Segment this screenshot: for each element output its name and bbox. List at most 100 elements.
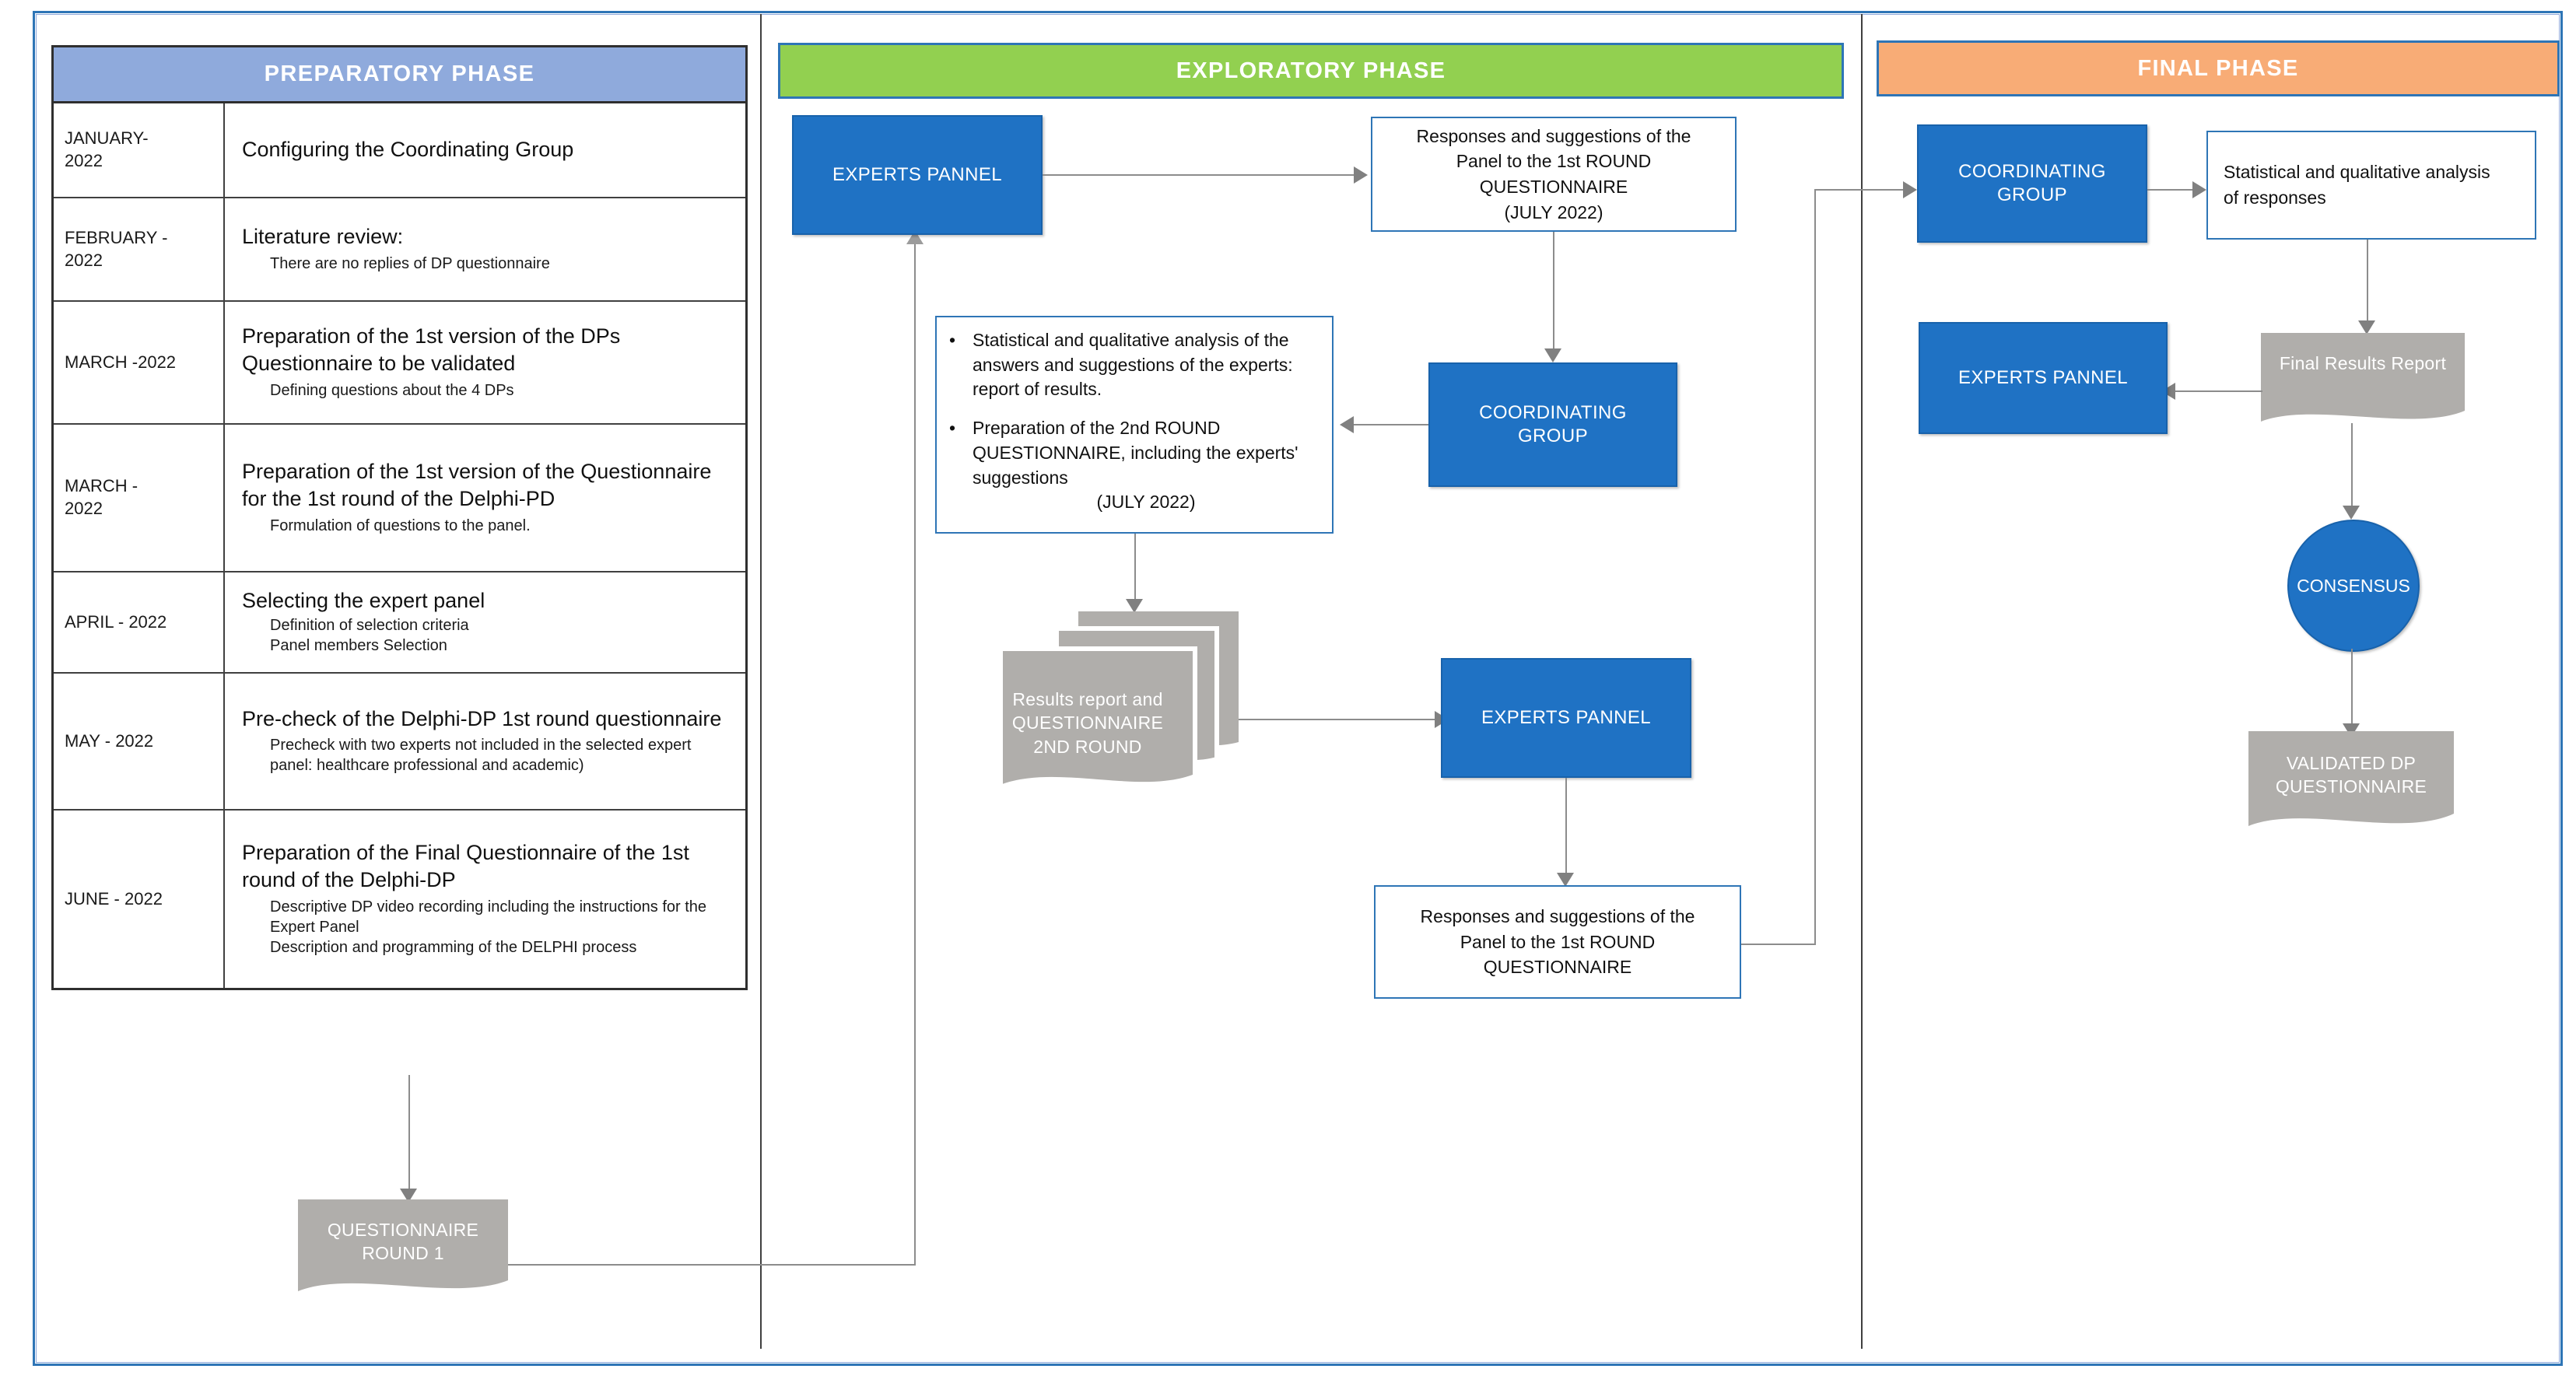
- connector-responses-to-final-v: [1814, 189, 1816, 945]
- connector-experts-to-responses-bottom: [1565, 778, 1567, 877]
- list-item: • Statistical and qualitative analysis o…: [949, 328, 1320, 402]
- node-statistical-analysis-responses: Statistical and qualitative analysis of …: [2206, 131, 2536, 240]
- connector-questionnaire-h: [508, 1264, 916, 1266]
- node-label: COORDINATING GROUP: [1479, 402, 1627, 446]
- node-label: EXPERTS PANNEL: [832, 164, 1003, 185]
- row-month: MARCH - 2022: [54, 425, 225, 571]
- arrowhead-down-icon: [2358, 320, 2375, 334]
- row-title: Preparation of the 1st version of the Qu…: [242, 460, 712, 510]
- preparatory-phase-table: PREPARATORY PHASE JANUARY- 2022 Configur…: [51, 45, 748, 990]
- node-label: CONSENSUS: [2297, 575, 2410, 596]
- connector-analysis-to-final-report: [2367, 240, 2368, 325]
- arrowhead-right-icon: [2192, 181, 2206, 198]
- node-final-results-report: Final Results Report: [2261, 333, 2465, 432]
- table-row: FEBRUARY - 2022 Literature review: There…: [54, 198, 745, 302]
- row-subitem: There are no replies of DP questionnaire: [270, 254, 550, 272]
- connector-responses-to-final-h2: [1814, 189, 1903, 191]
- row-subitem: Definition of selection criteria: [270, 617, 469, 635]
- row-body: Preparation of the Final Questionnaire o…: [225, 811, 745, 988]
- row-subitem: Descriptive DP video recording including…: [270, 898, 707, 936]
- analysis-box-footer: (JULY 2022): [1096, 492, 1196, 513]
- arrowhead-down-icon: [400, 1189, 417, 1203]
- connector-table-to-questionnaire: [408, 1075, 410, 1193]
- connector-results-to-experts: [1239, 719, 1435, 720]
- node-responses-1st-round: Responses and suggestions of the Panel t…: [1374, 885, 1741, 999]
- row-month: JUNE - 2022: [54, 811, 225, 988]
- row-body: Pre-check of the Delphi-DP 1st round que…: [225, 674, 745, 809]
- row-body: Literature review: There are no replies …: [225, 198, 745, 300]
- arrowhead-right-icon: [1354, 166, 1368, 184]
- row-month: MAY - 2022: [54, 674, 225, 809]
- diagram-inner-frame: [36, 14, 2560, 1363]
- node-label: VALIDATED DP QUESTIONNAIRE: [2275, 753, 2427, 797]
- node-label: Final Results Report: [2279, 353, 2447, 373]
- row-subitem: Panel members Selection: [270, 637, 447, 655]
- node-label: QUESTIONNAIRE ROUND 1: [327, 1220, 479, 1264]
- node-label: Responses and suggestions of the Panel t…: [1416, 125, 1691, 222]
- final-phase-title: FINAL PHASE: [2137, 55, 2299, 81]
- connector-report-to-consensus: [2351, 423, 2353, 510]
- row-title: Selecting the expert panel: [242, 588, 485, 612]
- node-responses-1st-round-july: Responses and suggestions of the Panel t…: [1371, 117, 1737, 232]
- preparatory-phase-header: PREPARATORY PHASE: [54, 47, 745, 103]
- node-label: Results report and QUESTIONNAIRE 2ND ROU…: [1011, 689, 1164, 757]
- preparatory-phase-title: PREPARATORY PHASE: [264, 61, 535, 86]
- row-subitem: Formulation of questions to the panel.: [270, 516, 531, 534]
- list-item-text: Statistical and qualitative analysis of …: [973, 330, 1293, 400]
- column-divider-right: [1861, 14, 1863, 1349]
- final-phase-header: FINAL PHASE: [1877, 40, 2560, 96]
- node-label: EXPERTS PANNEL: [1957, 367, 2129, 388]
- node-coordinating-group-final: COORDINATING GROUP: [1917, 124, 2147, 243]
- arrowhead-left-icon: [1340, 416, 1354, 433]
- node-label: Responses and suggestions of the Panel t…: [1420, 906, 1695, 978]
- exploratory-phase-header: EXPLORATORY PHASE: [778, 43, 1844, 99]
- table-row: JANUARY- 2022 Configuring the Coordinati…: [54, 103, 745, 198]
- connector-report-to-experts-final: [2175, 390, 2262, 392]
- bullet-icon: •: [949, 418, 956, 439]
- document-shape-icon: [298, 1199, 508, 1291]
- list-item: • Preparation of the 2nd ROUND QUESTIONN…: [949, 416, 1320, 515]
- connector-consensus-to-validated: [2351, 649, 2353, 728]
- node-label: Statistical and qualitative analysis of …: [2224, 162, 2490, 208]
- table-row: APRIL - 2022 Selecting the expert panel …: [54, 572, 745, 674]
- multi-document-shape-icon: [1001, 611, 1239, 790]
- table-row: MARCH - 2022 Preparation of the 1st vers…: [54, 425, 745, 572]
- node-consensus: CONSENSUS: [2287, 520, 2420, 652]
- row-title: Pre-check of the Delphi-DP 1st round que…: [242, 706, 722, 730]
- row-subitem: Defining questions about the 4 DPs: [270, 381, 514, 399]
- row-body: Selecting the expert panel Definition of…: [225, 572, 745, 672]
- node-experts-panel-mid: EXPERTS PANNEL: [1441, 658, 1691, 778]
- row-month: FEBRUARY - 2022: [54, 198, 225, 300]
- node-analysis-box: • Statistical and qualitative analysis o…: [935, 316, 1334, 534]
- arrowhead-down-icon: [2343, 506, 2360, 520]
- table-row: MAY - 2022 Pre-check of the Delphi-DP 1s…: [54, 674, 745, 811]
- table-row: MARCH -2022 Preparation of the 1st versi…: [54, 302, 745, 425]
- arrowhead-down-icon: [1557, 873, 1574, 887]
- list-item-text: Preparation of the 2nd ROUND QUESTIONNAI…: [973, 418, 1299, 488]
- row-subitem: Precheck with two experts not included i…: [270, 737, 692, 775]
- connector-questionnaire-v: [914, 243, 916, 1264]
- exploratory-phase-title: EXPLORATORY PHASE: [1176, 58, 1446, 83]
- connector-coordinating-to-analysis-final: [2147, 189, 2192, 191]
- row-month: JANUARY- 2022: [54, 103, 225, 197]
- arrowhead-down-icon: [1544, 348, 1561, 362]
- row-body: Preparation of the 1st version of the Qu…: [225, 425, 745, 571]
- row-month: APRIL - 2022: [54, 572, 225, 672]
- node-label: EXPERTS PANNEL: [1481, 707, 1652, 728]
- connector-analysis-to-results: [1134, 534, 1136, 604]
- document-shape-icon: [2248, 731, 2454, 826]
- node-experts-panel-top: EXPERTS PANNEL: [792, 115, 1043, 235]
- row-title: Configuring the Coordinating Group: [242, 137, 574, 161]
- node-questionnaire-round-1: QUESTIONNAIRE ROUND 1: [298, 1199, 508, 1302]
- arrowhead-right-icon: [1903, 181, 1917, 198]
- node-label: COORDINATING GROUP: [1958, 161, 2106, 205]
- column-divider-left: [760, 14, 762, 1349]
- node-validated-dp-questionnaire: VALIDATED DP QUESTIONNAIRE: [2248, 731, 2454, 839]
- connector-responses-to-final-h1: [1741, 944, 1816, 945]
- row-title: Literature review:: [242, 225, 404, 249]
- row-title: Preparation of the Final Questionnaire o…: [242, 841, 689, 891]
- connector-experts-to-responses: [1043, 174, 1354, 176]
- arrowhead-down-icon: [1126, 599, 1143, 613]
- connector-coordinating-to-analysis: [1354, 424, 1428, 425]
